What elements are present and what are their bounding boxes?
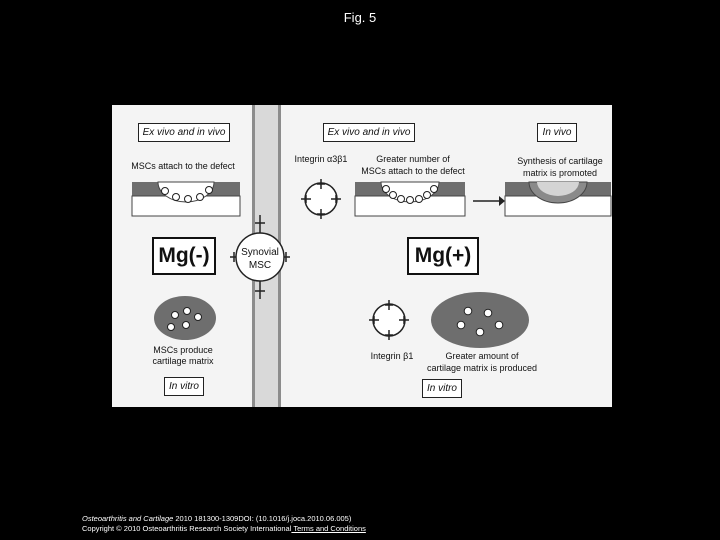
integrin-a3b1-cell [301, 179, 341, 219]
greater-amount-caption-1: Greater amount of [445, 351, 519, 361]
msc-produce-caption-1: MSCs produce [153, 345, 213, 355]
msc-cell [194, 313, 202, 321]
msc-cell [475, 327, 485, 337]
msc-cell [397, 195, 405, 203]
mg-minus-label: Mg(-) [152, 237, 216, 275]
cell-culture-left [154, 296, 216, 340]
ex-vivo-in-vivo-label-right: Ex vivo and in vivo [323, 123, 415, 142]
msc-cell [430, 185, 438, 193]
journal-name: Osteoarthritis and Cartilage [82, 514, 174, 523]
msc-label: MSC [248, 260, 272, 271]
in-vivo-label: In vivo [537, 123, 577, 142]
msc-attach-caption: MSCs attach to the defect [131, 161, 235, 171]
msc-cell [172, 193, 180, 201]
defect-diagram-left [131, 181, 241, 217]
mg-plus-label: Mg(+) [407, 237, 479, 275]
msc-cell [171, 311, 179, 319]
msc-cell [423, 191, 431, 199]
arrow-right-icon [473, 196, 505, 206]
synthesis-caption-2: matrix is promoted [522, 168, 598, 178]
msc-cell [406, 196, 414, 204]
msc-cell [182, 321, 190, 329]
msc-cell [196, 193, 204, 201]
in-vitro-label-left: In vitro [164, 377, 204, 396]
ex-vivo-in-vivo-label-left: Ex vivo and in vivo [138, 123, 230, 142]
msc-cell [463, 306, 473, 316]
defect-diagram-right [354, 181, 466, 217]
synovial-label: Synovial [241, 247, 279, 258]
footer: Osteoarthritis and Cartilage 2010 181300… [82, 514, 366, 534]
msc-cell [184, 195, 192, 203]
left-panel: Ex vivo and in vivo MSCs attach to the d… [112, 105, 255, 407]
msc-cell [205, 186, 213, 194]
cell-culture-right [431, 292, 529, 348]
cell-membrane [235, 232, 285, 282]
msc-cell [161, 187, 169, 195]
greater-attach-caption-1: Greater number of [376, 154, 450, 164]
page-title: Fig. 5 [343, 10, 377, 25]
msc-cell [389, 191, 397, 199]
figure: Ex vivo and in vivo MSCs attach to the d… [112, 105, 612, 407]
citation: 2010 181300-1309DOI: (10.1016/j.joca.201… [173, 514, 352, 523]
in-vitro-label-right: In vitro [422, 379, 462, 398]
integrin-a3b1-caption: Integrin α3β1 [294, 154, 348, 164]
culture-ellipse [431, 292, 529, 348]
copyright: Copyright © 2010 Osteoarthritis Research… [82, 524, 292, 533]
msc-cell [415, 195, 423, 203]
greater-amount-caption-2: cartilage matrix is produced [426, 363, 538, 373]
msc-cell [494, 320, 504, 330]
msc-cell [456, 320, 466, 330]
integrin-b1-cell [369, 300, 409, 340]
defect-diagram-synthesis [504, 181, 612, 217]
synovial-msc-cell [230, 215, 290, 299]
msc-cell [183, 307, 191, 315]
culture-ellipse [154, 296, 216, 340]
msc-cell [382, 185, 390, 193]
greater-attach-caption-2: MSCs attach to the defect [361, 166, 465, 176]
msc-produce-caption-2: cartilage matrix [152, 356, 214, 366]
right-panel: Ex vivo and in vivo In vivo Integrin α3β… [278, 105, 612, 407]
synthesis-caption-1: Synthesis of cartilage [517, 156, 603, 166]
terms-and-conditions-link[interactable]: Terms and Conditions [291, 524, 366, 533]
msc-cell [483, 308, 493, 318]
integrin-b1-caption: Integrin β1 [370, 351, 414, 361]
cartilage-matrix [537, 182, 579, 196]
msc-cell [167, 323, 175, 331]
